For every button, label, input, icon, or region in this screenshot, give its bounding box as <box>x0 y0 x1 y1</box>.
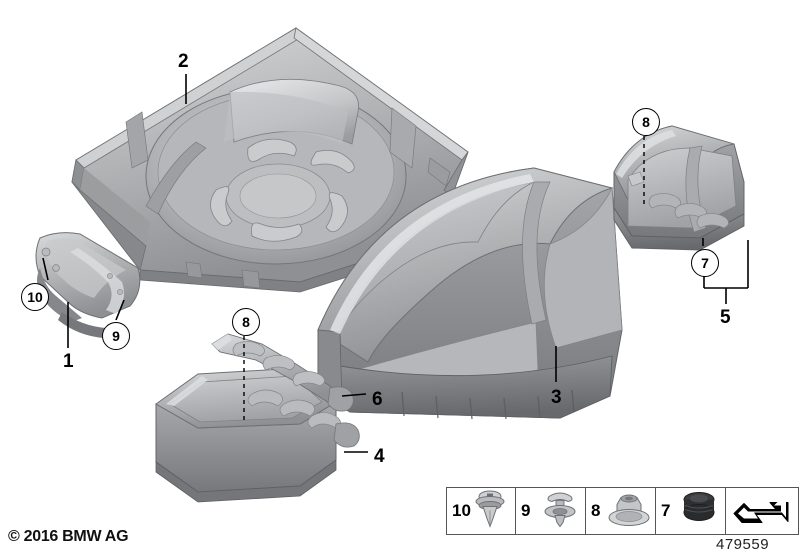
part-6-retaining-strip <box>211 333 354 412</box>
bmw-arrow-logo-icon <box>732 492 792 531</box>
callout-label-2: 2 <box>178 51 189 72</box>
callout-circle-8-tray: 8 <box>232 308 260 336</box>
hex-nut-washer-icon <box>607 489 651 534</box>
callout-label-4: 4 <box>374 446 385 467</box>
legend-item-7: 7 <box>656 488 726 534</box>
callout-circle-8-bracket: 8 <box>632 108 660 136</box>
copyright-notice: © 2016 BMW AG <box>8 528 129 545</box>
callout-circle-7: 7 <box>691 249 719 277</box>
part-3-center-storage-tub <box>317 167 623 420</box>
assembly-dashed-lines <box>243 136 645 420</box>
legend-item-8: 8 <box>586 488 656 534</box>
legend-number-7: 7 <box>661 501 671 520</box>
rubber-plug-icon <box>677 489 721 534</box>
part-5-right-side-bracket-assembly <box>613 125 745 251</box>
part-4-storage-tray <box>155 367 360 503</box>
expanding-rivet-icon <box>469 489 511 534</box>
legend-logo-cell <box>726 488 798 534</box>
callout-label-1: 1 <box>63 351 74 372</box>
callout-label-6: 6 <box>372 389 383 410</box>
legend-item-9: 9 <box>516 488 586 534</box>
legend-number-10: 10 <box>452 501 471 520</box>
legend-item-10: 10 <box>447 488 516 534</box>
legend-number-9: 9 <box>521 501 531 520</box>
legend-number-8: 8 <box>591 501 601 520</box>
callout-label-5: 5 <box>720 307 731 328</box>
diagram-part-number: 479559 <box>716 536 770 553</box>
fastener-legend: 10 9 8 <box>446 487 799 535</box>
push-clip-icon <box>539 489 581 534</box>
callout-label-3: 3 <box>551 387 562 408</box>
part-2-spare-wheel-well-tray <box>71 27 469 293</box>
leader-lines <box>42 74 749 453</box>
callout-circle-10: 10 <box>21 283 49 311</box>
part-1-left-side-trim-panel <box>35 232 141 338</box>
callout-circle-9: 9 <box>102 322 130 350</box>
